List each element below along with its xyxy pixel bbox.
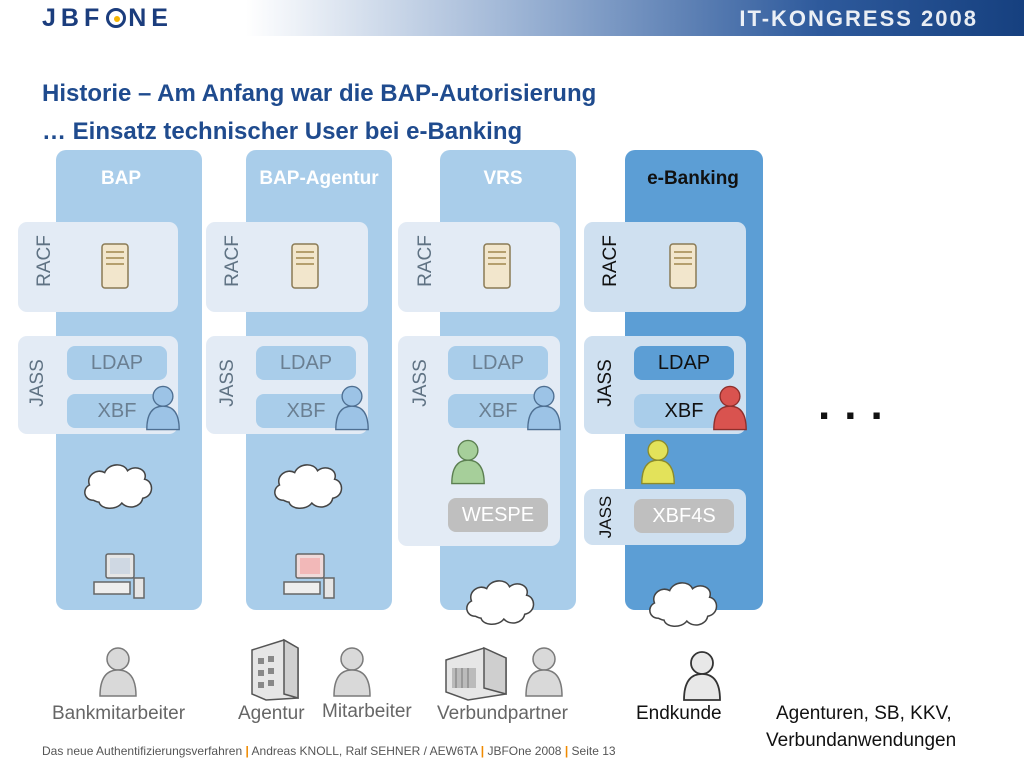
person-icon	[332, 646, 372, 698]
person-icon	[450, 438, 486, 486]
label-bankmitarbeiter: Bankmitarbeiter	[52, 703, 186, 724]
label-verbundpartner: Verbundpartner	[437, 703, 568, 724]
footer-separator: |	[564, 744, 569, 758]
building-icon	[251, 638, 299, 701]
footer-topic: Das neue Authentifizierungsverfahren	[42, 744, 243, 758]
racf-label-e-banking: RACF	[600, 235, 621, 287]
xbf4s-box: XBF4S	[634, 499, 734, 533]
cloud-icon	[462, 574, 538, 628]
label-mitarbeiter: Mitarbeiter	[322, 701, 412, 722]
label-agentur: Agentur	[238, 703, 305, 724]
person-icon	[712, 384, 748, 432]
logo-ring-icon	[106, 8, 127, 28]
footer-authors: Andreas KNOLL, Ralf SEHNER / AEW6TA	[251, 744, 478, 758]
server-icon	[101, 243, 129, 289]
column-title-e-banking: e-Banking	[647, 168, 739, 189]
cloud-icon	[645, 576, 721, 630]
server-icon	[483, 243, 511, 289]
slide-title: Historie – Am Anfang war die BAP-Autoris…	[42, 80, 597, 107]
footer: Das neue Authentifizierungsverfahren | A…	[42, 744, 616, 758]
racf-label-bap: RACF	[34, 235, 55, 287]
building-icon	[445, 646, 507, 701]
ldap-box-e-banking: LDAP	[634, 346, 734, 380]
person-icon	[98, 646, 138, 698]
server-icon	[291, 243, 319, 289]
person-icon	[640, 438, 676, 486]
ldap-box-vrs: LDAP	[448, 346, 548, 380]
label-endkunde: Endkunde	[636, 703, 722, 724]
server-icon	[669, 243, 697, 289]
person-icon	[145, 384, 181, 432]
workstation-icon	[93, 553, 145, 599]
jass-label-bap: JASS	[27, 359, 48, 407]
label-verbundanwendungen: Verbundanwendungen	[766, 730, 957, 751]
slide-subtitle: … Einsatz technischer User bei e-Banking	[42, 118, 523, 145]
footer-event: JBFOne 2008	[487, 744, 562, 758]
workstation-icon	[283, 553, 335, 599]
racf-panel-bap	[18, 222, 178, 312]
header-bar	[0, 0, 1024, 36]
person-icon	[682, 650, 722, 702]
footer-separator: |	[480, 744, 485, 758]
jass-label-xbf4s: JASS	[596, 495, 615, 539]
ldap-box-bap-agentur: LDAP	[256, 346, 356, 380]
person-icon	[524, 646, 564, 698]
racf-panel-e-banking	[584, 222, 746, 312]
racf-label-vrs: RACF	[415, 235, 436, 287]
ldap-box-bap: LDAP	[67, 346, 167, 380]
column-title-bap: BAP	[100, 168, 142, 189]
jass-label-e-banking: JASS	[595, 359, 616, 407]
cloud-icon	[270, 458, 346, 512]
racf-panel-bap-agentur	[206, 222, 368, 312]
racf-panel-vrs	[398, 222, 560, 312]
wespe-box: WESPE	[448, 498, 548, 532]
column-title-bap-agentur: BAP-Agentur	[259, 168, 379, 189]
person-icon	[334, 384, 370, 432]
jass-label-vrs: JASS	[410, 359, 431, 407]
person-icon	[526, 384, 562, 432]
cloud-icon	[80, 458, 156, 512]
event-label: IT-KONGRESS 2008	[739, 6, 978, 31]
racf-label-bap-agentur: RACF	[222, 235, 243, 287]
column-title-vrs: VRS	[483, 168, 523, 189]
label-agenturen: Agenturen, SB, KKV,	[776, 703, 952, 724]
footer-page-number: Seite 13	[571, 744, 616, 758]
jass-label-bap-agentur: JASS	[217, 359, 238, 407]
ellipsis: ...	[818, 380, 897, 429]
footer-separator: |	[245, 744, 249, 758]
